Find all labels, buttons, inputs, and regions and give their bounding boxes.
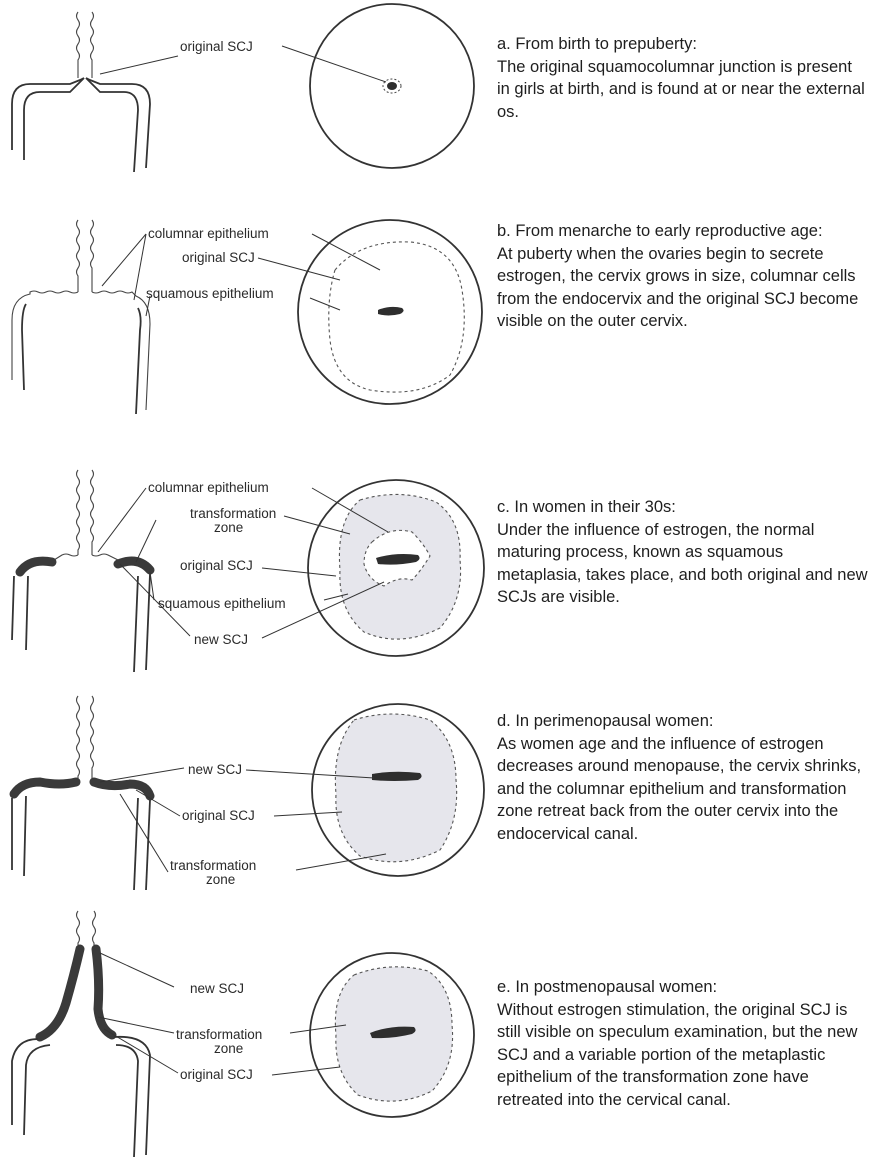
panel-b: columnar epithelium original SCJ squamou…: [0, 200, 874, 440]
label-transformation: transformation: [170, 858, 256, 873]
external-os-b: [378, 307, 404, 316]
panel-b-description: b. From menarche to early reproductive a…: [497, 220, 869, 333]
label-transformation: transformation: [190, 506, 276, 521]
label-original-scj: original SCJ: [182, 250, 255, 265]
panel-a-title: a. From birth to prepuberty:: [497, 33, 869, 56]
label-zone: zone: [214, 1041, 243, 1056]
cervix-profile-c: [12, 470, 150, 672]
panel-d-body: As women age and the influence of estrog…: [497, 733, 869, 846]
label-new-scj: new SCJ: [194, 632, 248, 647]
label-original-scj: original SCJ: [180, 558, 253, 573]
panel-c-body: Under the influence of estrogen, the nor…: [497, 519, 869, 609]
label-zone: zone: [206, 872, 235, 887]
panel-d: new SCJ original SCJ transformation zone…: [0, 690, 874, 900]
label-columnar-epithelium: columnar epithelium: [148, 480, 269, 495]
label-new-scj: new SCJ: [190, 981, 244, 996]
label-original-scj: original SCJ: [180, 39, 253, 54]
label-squamous-epithelium: squamous epithelium: [158, 596, 286, 611]
cervix-profile-a: [12, 12, 150, 172]
panel-e-title: e. In postmenopausal women:: [497, 976, 869, 999]
panel-e-description: e. In postmenopausal women: Without estr…: [497, 976, 869, 1111]
panel-a: original SCJ a. From birth to prepuberty…: [0, 0, 874, 200]
label-transformation: transformation: [176, 1027, 262, 1042]
panel-d-title: d. In perimenopausal women:: [497, 710, 869, 733]
panel-b-body: At puberty when the ovaries begin to sec…: [497, 243, 869, 333]
panel-b-title: b. From menarche to early reproductive a…: [497, 220, 869, 243]
label-original-scj: original SCJ: [180, 1067, 253, 1082]
panel-d-description: d. In perimenopausal women: As women age…: [497, 710, 869, 845]
panel-c-description: c. In women in their 30s: Under the infl…: [497, 496, 869, 609]
label-new-scj: new SCJ: [188, 762, 242, 777]
panel-c-title: c. In women in their 30s:: [497, 496, 869, 519]
panel-c: columnar epithelium transformation zone …: [0, 460, 874, 690]
panel-a-body: The original squamocolumnar junction is …: [497, 56, 869, 124]
panel-a-description: a. From birth to prepuberty: The origina…: [497, 33, 869, 123]
panel-e: new SCJ transformation zone original SCJ…: [0, 905, 874, 1172]
cervix-profile-d: [12, 696, 150, 890]
label-columnar-epithelium: columnar epithelium: [148, 226, 269, 241]
original-scj-line-b: [329, 242, 465, 392]
label-zone: zone: [214, 520, 243, 535]
label-original-scj: original SCJ: [182, 808, 255, 823]
label-squamous-epithelium: squamous epithelium: [146, 286, 274, 301]
panel-e-body: Without estrogen stimulation, the origin…: [497, 999, 869, 1112]
transformation-zone-d: [335, 714, 456, 862]
external-os-d: [372, 772, 422, 781]
external-os-a: [387, 82, 397, 90]
cervix-profile-e: [12, 911, 150, 1157]
cervix-profile-b: [12, 220, 150, 414]
